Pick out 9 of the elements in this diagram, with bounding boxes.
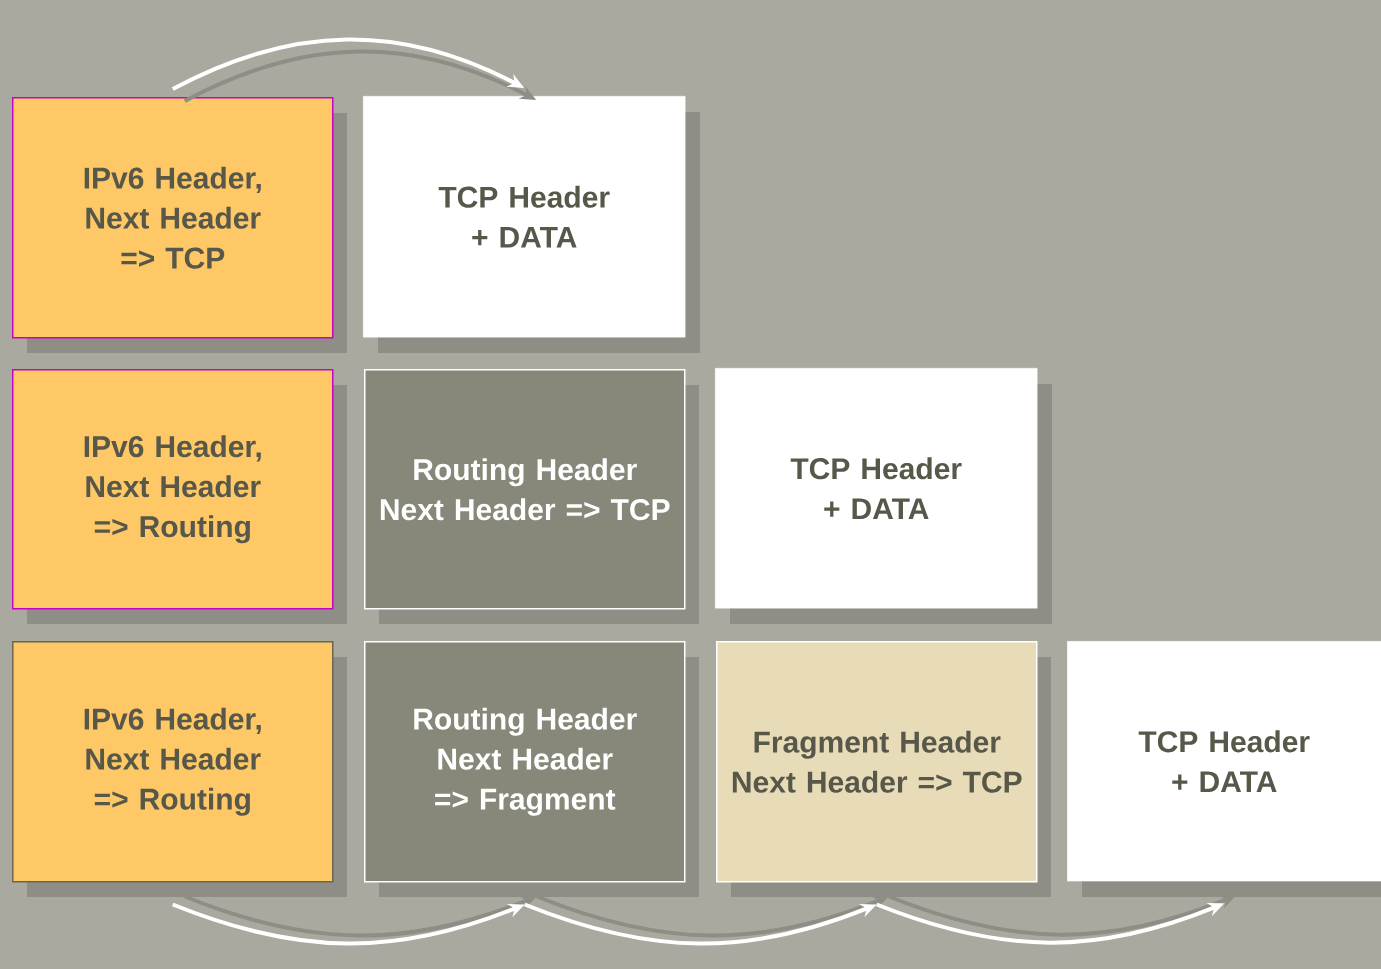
extension-header-box: Routing Header Next Header => TCP — [364, 369, 686, 610]
ipv6-header-box: IPv6 Header, Next Header => Routing — [12, 641, 334, 883]
tcp-data-box: TCP Header + DATA — [1067, 641, 1381, 882]
tcp-data-box: TCP Header + DATA — [363, 96, 686, 338]
ipv6-header-box: IPv6 Header, Next Header => TCP — [12, 97, 334, 339]
extension-header-box: Routing Header Next Header => Fragment — [364, 641, 686, 883]
extension-header-box: Fragment Header Next Header => TCP — [716, 641, 1038, 883]
tcp-data-box: TCP Header + DATA — [715, 368, 1038, 609]
ipv6-header-box: IPv6 Header, Next Header => Routing — [12, 369, 334, 610]
